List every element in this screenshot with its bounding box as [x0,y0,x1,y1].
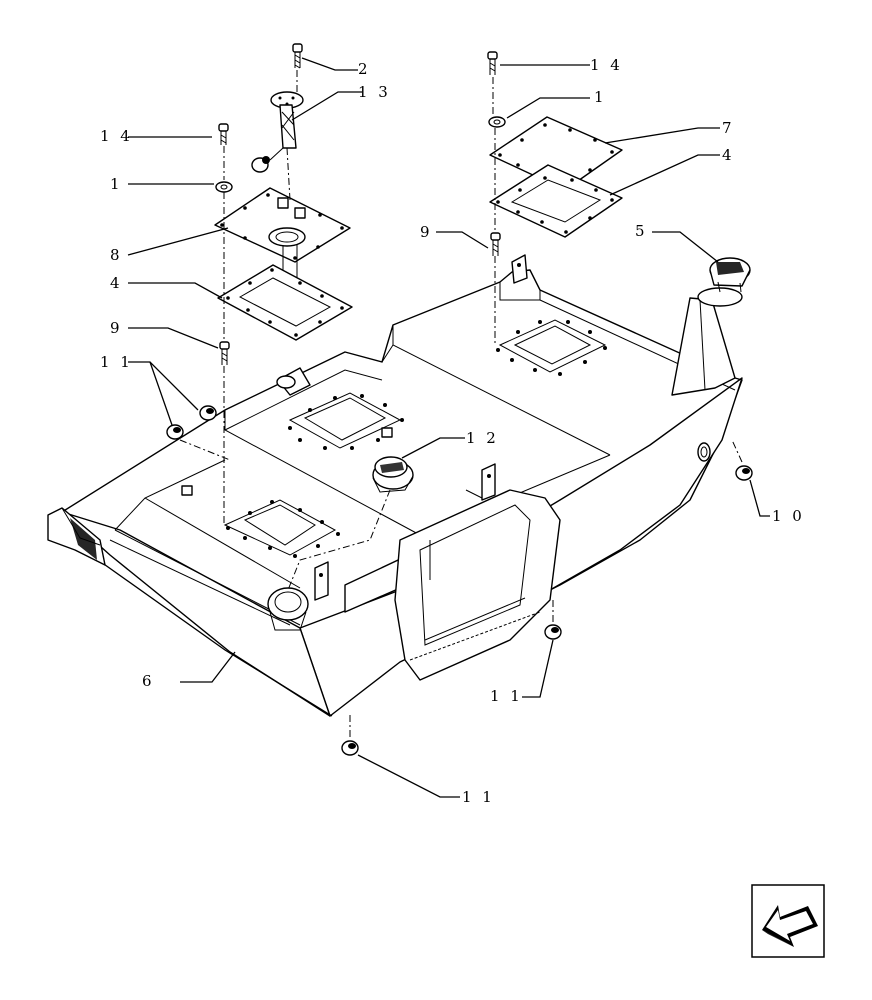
grommet-10 [735,465,753,481]
callout-1-left: 1 [110,175,123,193]
tank-cap-12 [372,456,414,493]
cover-plate-8 [214,187,351,300]
callout-9-left: 9 [110,319,123,337]
callout-13: 1 3 [358,83,391,101]
callout-8: 8 [110,246,123,264]
callout-14-right: 1 4 [590,56,623,74]
back-arrow-icon[interactable] [751,884,825,958]
callout-10: 1 0 [772,507,805,525]
filler-neck [671,287,743,396]
plug-11-c [544,624,562,640]
plug-11-b [166,424,184,440]
fasteners [166,43,753,756]
callout-labels: 2 1 3 1 4 1 8 4 9 1 1 1 4 1 7 4 9 5 1 2 … [100,56,805,806]
callout-4-right: 4 [722,146,735,164]
panel-holes [226,320,607,558]
callout-12: 1 2 [466,429,499,447]
assembly-centerlines [179,70,743,740]
callout-6: 6 [142,672,155,690]
plug-11-d [341,740,359,756]
callout-1-right: 1 [594,88,607,106]
callout-11-left: 1 1 [100,353,133,371]
callout-2: 2 [358,60,371,78]
callout-11-bottom: 1 1 [462,788,495,806]
gasket-4-right [489,164,623,238]
filler-cap-5 [709,257,751,293]
outlet-port [267,587,309,631]
callout-7: 7 [722,119,735,137]
callout-14-left: 1 4 [100,127,133,145]
fuel-sender-13 [251,91,304,173]
fuel-tank-body [47,254,743,717]
callout-11-right: 1 1 [490,687,523,705]
gasket-4-left [217,264,353,341]
callout-5: 5 [635,222,648,240]
callout-4-left: 4 [110,274,123,292]
plug-11-a [199,405,217,421]
callout-9-right: 9 [420,223,433,241]
leader-lines [127,57,770,798]
